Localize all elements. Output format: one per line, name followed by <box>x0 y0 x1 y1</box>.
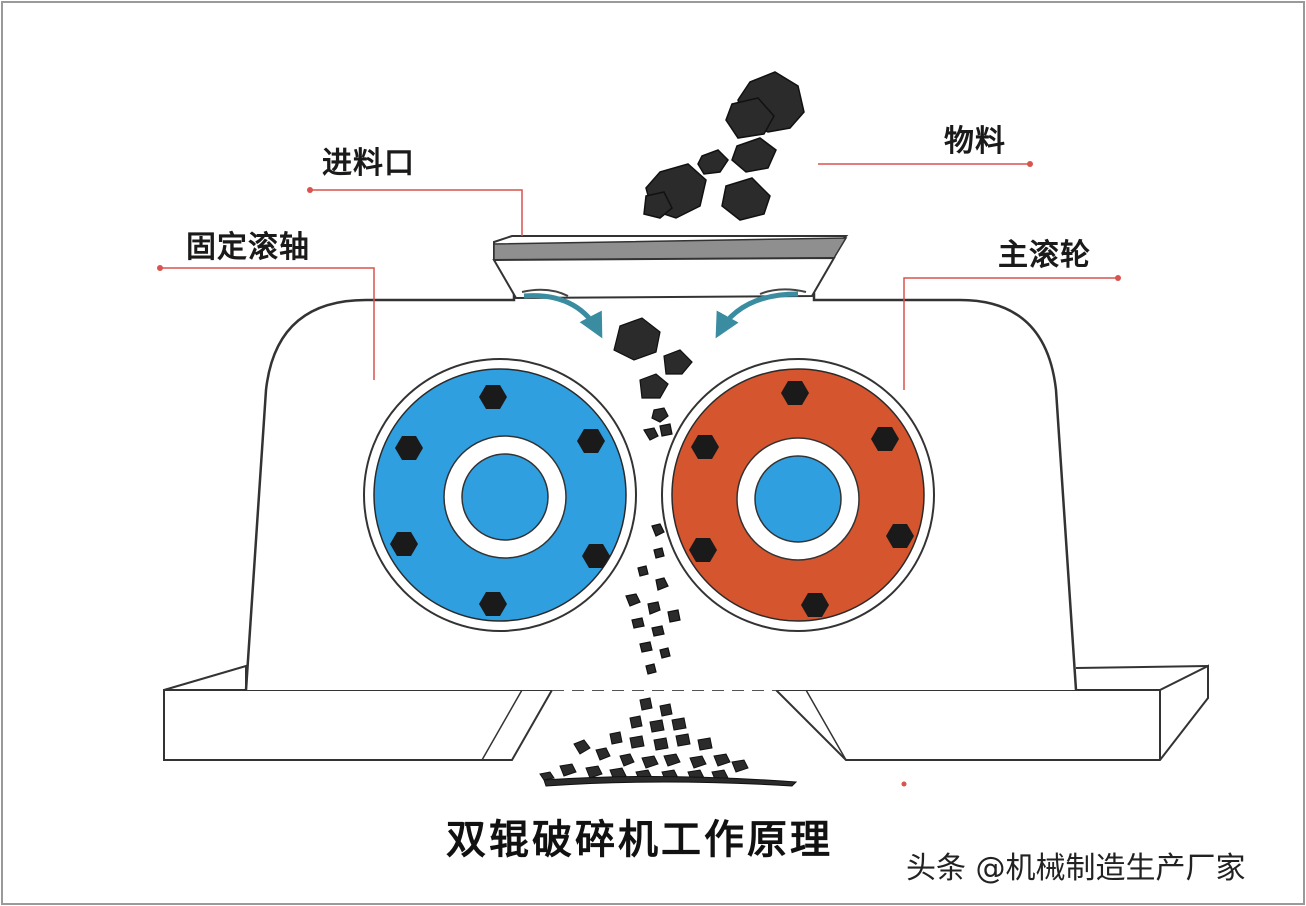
feed-hopper <box>492 235 849 300</box>
leader-fixed-roller-shaft <box>160 267 375 380</box>
leader-dots <box>157 161 1121 787</box>
diagram-caption: 双辊破碎机工作原理 <box>446 817 833 863</box>
crushing-lumps <box>613 317 693 675</box>
label-feed-inlet: 进料口 <box>322 146 415 181</box>
main-roller <box>661 358 935 632</box>
label-main-roller-wheel: 主滚轮 <box>998 238 1091 273</box>
label-fixed-roller-shaft: 固定滚轴 <box>186 230 310 265</box>
material-lumps <box>643 71 805 221</box>
fixed-roller <box>363 358 637 632</box>
leader-lines <box>160 163 1118 390</box>
leader-feed-inlet <box>310 189 523 236</box>
label-material: 物料 <box>944 124 1006 159</box>
crushed-output-pile <box>539 697 798 787</box>
flow-arrow-left <box>523 293 603 339</box>
leader-main-roller-wheel <box>903 277 1118 390</box>
flow-arrow-right <box>715 291 799 339</box>
roller-bolts-fixed <box>390 385 610 616</box>
right-base-platform <box>773 664 1209 761</box>
watermark-text: 头条 @机械制造生产厂家 <box>906 851 1246 886</box>
roller-bolts-main <box>689 381 914 617</box>
